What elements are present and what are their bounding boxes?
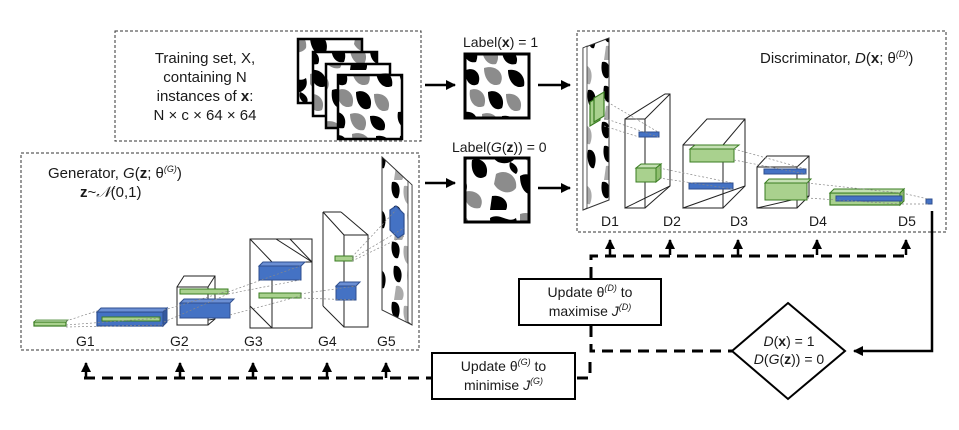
g-layer-label: G2 bbox=[170, 333, 189, 349]
generator-prior: z~𝒩(0,1) bbox=[80, 184, 142, 201]
d4-layer bbox=[756, 155, 813, 209]
g3-layer bbox=[249, 238, 313, 329]
g4-layer bbox=[322, 211, 369, 328]
real-sample-image bbox=[463, 52, 531, 120]
d3-layer bbox=[682, 118, 746, 209]
d2-layer bbox=[624, 93, 671, 209]
d1-layer bbox=[582, 37, 610, 211]
update-g-text: Update θ(G) to minimise J(G) bbox=[460, 357, 547, 394]
update-d-box bbox=[518, 278, 662, 326]
generator-title: Generator, G(z; θ(G)) bbox=[48, 164, 182, 183]
d-layer-label: D4 bbox=[809, 213, 827, 229]
training-set-line4: N × c × 64 × 64 bbox=[153, 107, 257, 124]
discriminator-title: Discriminator, D(x; θ(D)) bbox=[760, 49, 914, 68]
d-layer-label: D1 bbox=[601, 213, 619, 229]
update-d-text: Update θ(D) to maximise J(D) bbox=[547, 283, 633, 320]
discriminator-network bbox=[582, 37, 933, 211]
training-set-line2: containing N bbox=[163, 69, 247, 86]
d-update-arrows bbox=[605, 239, 911, 255]
d-feedback-line bbox=[589, 254, 906, 278]
g-layer-label: G5 bbox=[377, 333, 396, 349]
g-update-arrows bbox=[81, 362, 391, 378]
discriminator-output-line bbox=[853, 211, 934, 356]
g-feedback-connector bbox=[577, 356, 592, 380]
d5-layer bbox=[828, 187, 933, 207]
d-layer-label: D5 bbox=[898, 213, 916, 229]
g1-layer bbox=[33, 319, 69, 327]
decision-text: D(x) = 1 D(G(z)) = 0 bbox=[753, 333, 825, 367]
training-images-stack bbox=[296, 37, 404, 141]
training-set-line3: instances of x: bbox=[156, 88, 254, 105]
g-layer-label: G3 bbox=[244, 333, 263, 349]
generator-network bbox=[33, 155, 413, 329]
decision-diamond bbox=[730, 301, 847, 401]
training-set-line1: Training set, X, bbox=[154, 50, 256, 67]
d-layer-label: D3 bbox=[730, 213, 748, 229]
d-feedback-to-decision bbox=[589, 326, 732, 353]
training-set-description: Training set, X, containing N instances … bbox=[130, 49, 280, 125]
g5-layer bbox=[381, 155, 413, 326]
g-connection-lines bbox=[65, 209, 405, 328]
g2-input-slab bbox=[95, 306, 169, 328]
g2-layer bbox=[176, 275, 236, 326]
d-layer-label: D2 bbox=[663, 213, 681, 229]
generator-box bbox=[20, 152, 420, 351]
update-g-box bbox=[431, 352, 576, 400]
g-layer-label: G4 bbox=[318, 333, 337, 349]
fake-sample-image bbox=[463, 156, 531, 224]
fake-label: Label(G(z)) = 0 bbox=[452, 139, 547, 155]
g-layer-label: G1 bbox=[76, 333, 95, 349]
training-set-box bbox=[114, 30, 422, 142]
real-label: Label(x) = 1 bbox=[463, 34, 539, 50]
d-connection-lines bbox=[603, 99, 929, 205]
